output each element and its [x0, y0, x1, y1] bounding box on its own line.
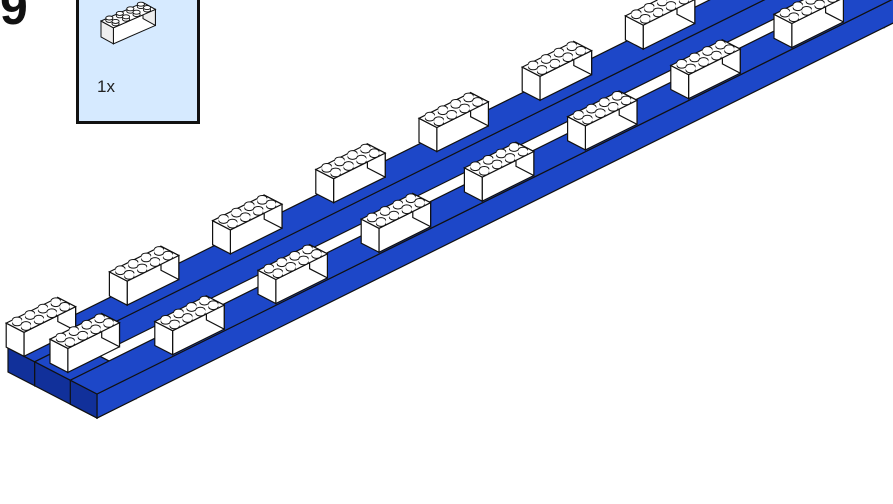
- white-brick-front-2: [256, 243, 329, 305]
- part-brick: [99, 1, 157, 45]
- white-brick-back-7: [624, 0, 696, 51]
- white-bricks: [4, 0, 845, 374]
- white-brick-back-2: [108, 245, 181, 307]
- blue-base-frame: [6, 0, 893, 419]
- white-brick-front-7: [772, 0, 845, 49]
- white-brick-back-5: [417, 91, 490, 153]
- white-brick-front-1: [153, 294, 226, 356]
- white-brick-front-3: [359, 192, 432, 254]
- white-brick-front-5: [566, 90, 639, 151]
- parts-list-callout: 1x: [76, 0, 200, 124]
- white-brick-back-6: [520, 40, 593, 102]
- base-rail-front: [68, 0, 893, 419]
- white-brick-back-4: [314, 142, 387, 204]
- white-brick-back-3: [211, 194, 284, 255]
- white-brick-front-4: [463, 141, 536, 203]
- step-number: 9: [0, 0, 28, 35]
- white-brick-front-6: [669, 38, 742, 100]
- white-2x4-brick-icon: [99, 1, 157, 45]
- part-quantity: 1x: [97, 77, 115, 96]
- white-brick-back-1: [4, 296, 77, 358]
- white-brick-end-left: [48, 312, 121, 374]
